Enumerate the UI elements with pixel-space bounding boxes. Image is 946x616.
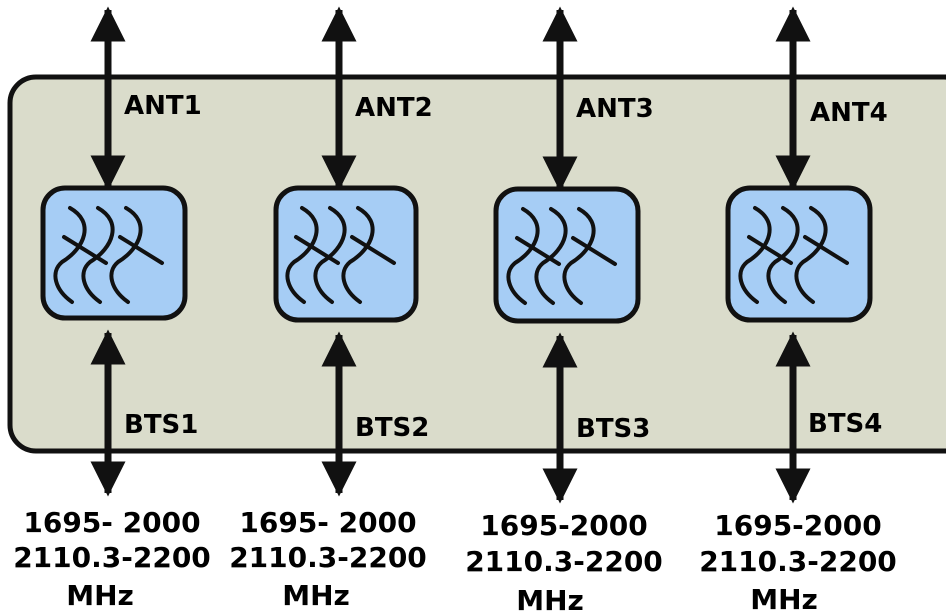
antenna-label: ANT4 xyxy=(810,98,888,128)
frequency-line-2: 2110.3-2200 xyxy=(699,545,897,578)
bandpass-filter-icon xyxy=(40,185,188,321)
frequency-unit: MHz xyxy=(282,579,350,612)
frequency-line-2: 2110.3-2200 xyxy=(465,545,663,578)
frequency-unit: MHz xyxy=(516,584,584,616)
frequency-line-1: 1695- 2000 xyxy=(23,506,200,539)
antenna-label: ANT3 xyxy=(576,94,654,124)
bts-label: BTS2 xyxy=(355,413,429,443)
frequency-line-2: 2110.3-2200 xyxy=(13,541,211,574)
frequency-line-1: 1695- 2000 xyxy=(239,506,416,539)
frequency-line-2: 2110.3-2200 xyxy=(229,541,427,574)
channel-3: ANT3 BTS3 1695-2000 2110.3-2200 MHz xyxy=(465,6,663,616)
bandpass-filter-icon xyxy=(493,186,641,324)
bts-label: BTS3 xyxy=(576,414,650,444)
channel-4: ANT4 BTS4 1695-2000 2110.3-2200 MHz xyxy=(699,6,897,616)
antenna-label: ANT2 xyxy=(355,93,433,123)
bts-label: BTS4 xyxy=(808,409,882,439)
antenna-label: ANT1 xyxy=(124,91,202,121)
bandpass-filter-icon xyxy=(725,185,873,323)
channel-1: ANT1 BTS1 1695- 2000 2110.3-2200 MHz xyxy=(13,6,211,612)
frequency-line-1: 1695-2000 xyxy=(714,509,881,542)
enclosure-box xyxy=(7,74,946,454)
frequency-unit: MHz xyxy=(750,583,818,616)
bandpass-filter-icon xyxy=(273,185,419,323)
channel-2: ANT2 BTS2 1695- 2000 2110.3-2200 MHz xyxy=(229,6,433,612)
bts-label: BTS1 xyxy=(124,410,198,440)
frequency-unit: MHz xyxy=(66,579,134,612)
frequency-line-1: 1695-2000 xyxy=(480,509,647,542)
